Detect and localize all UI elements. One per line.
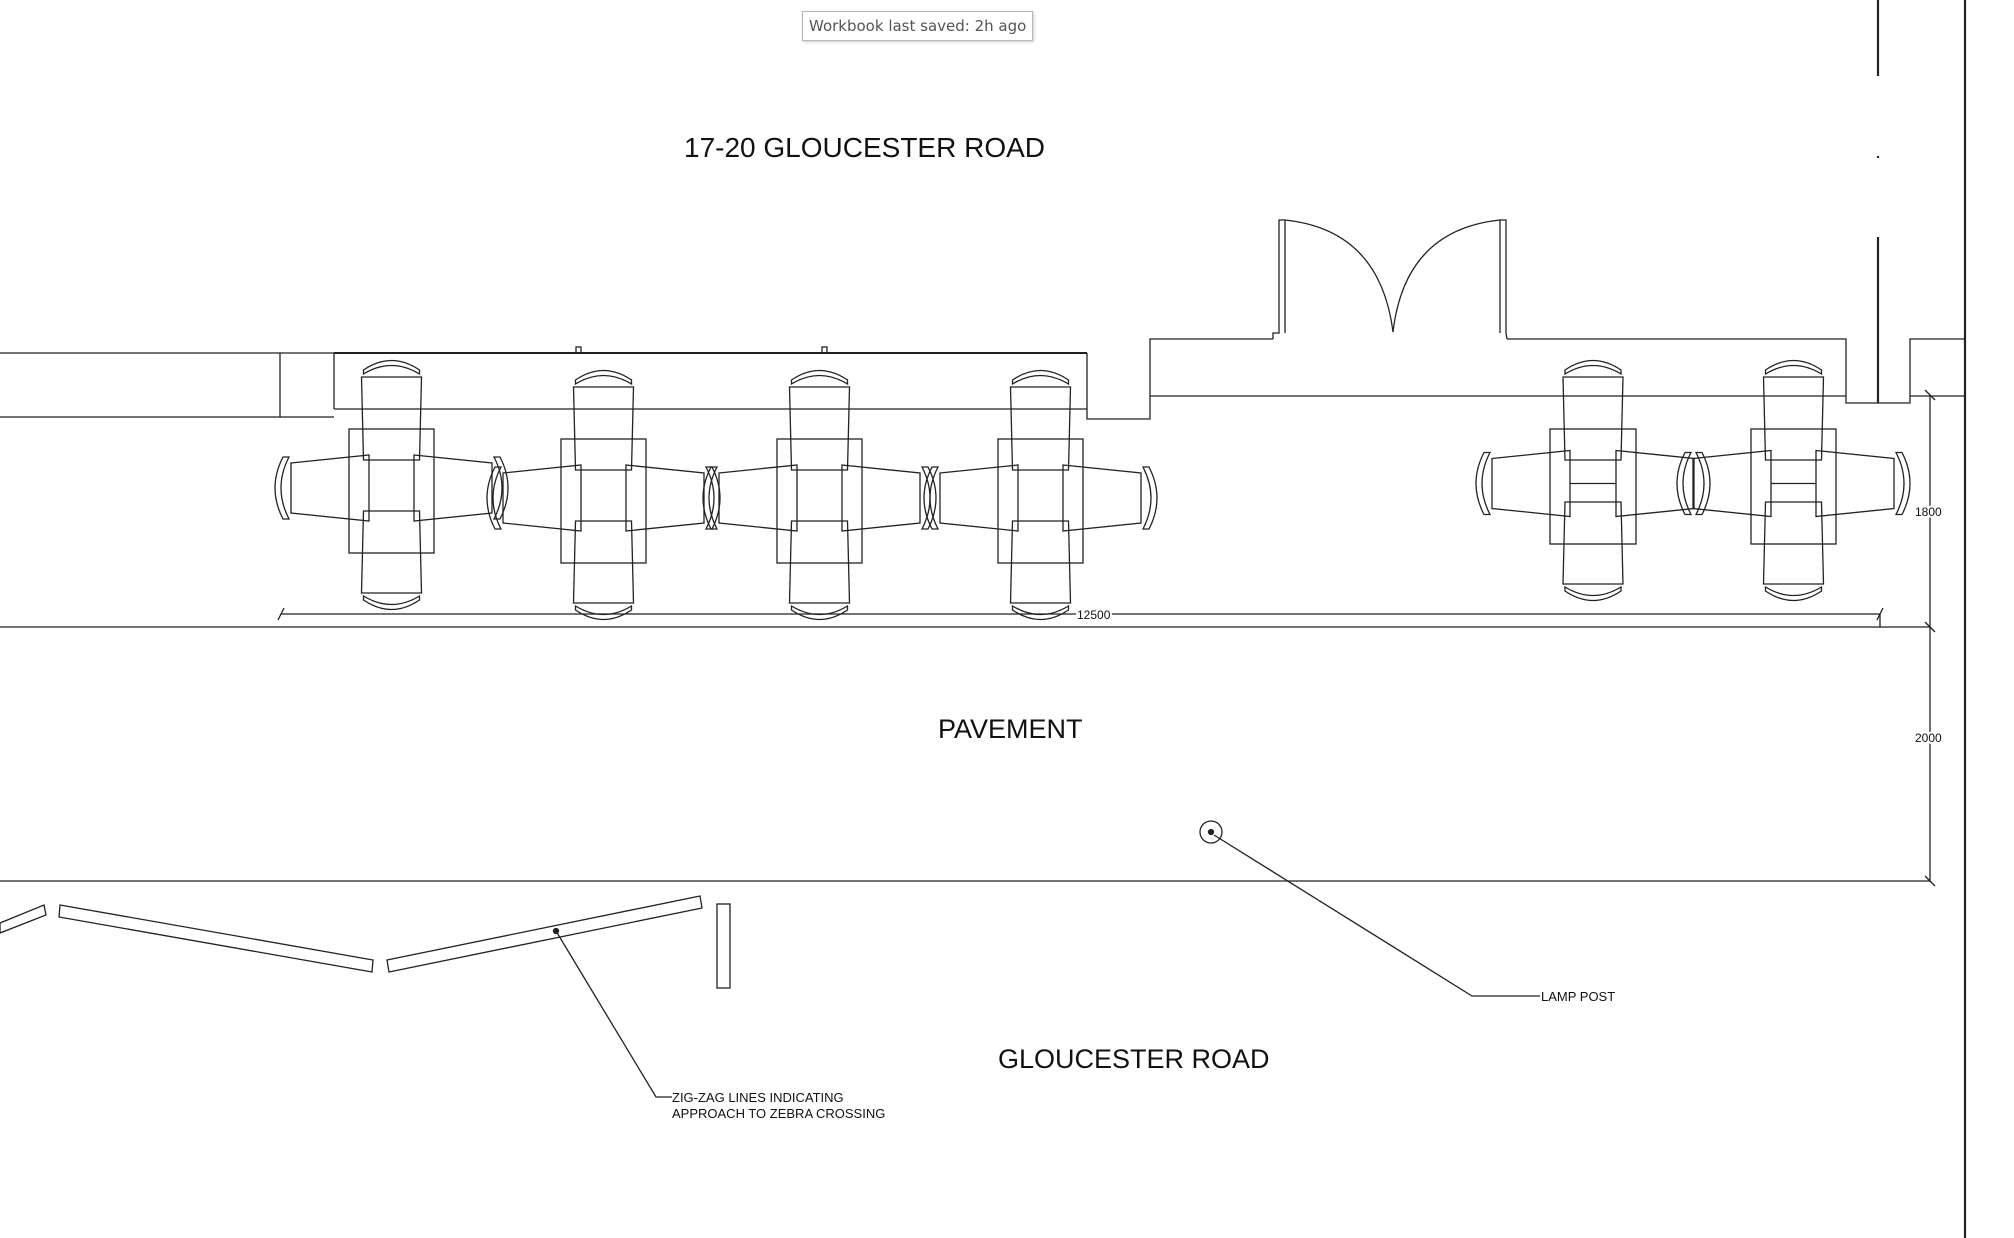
chair bbox=[1762, 501, 1825, 585]
chair bbox=[502, 464, 582, 532]
dimension-12500 bbox=[277, 607, 1884, 627]
lamp-post-symbol bbox=[1199, 820, 1540, 997]
chair bbox=[1692, 449, 1772, 518]
chair-back bbox=[574, 369, 633, 386]
table-set bbox=[702, 369, 937, 621]
chair bbox=[625, 464, 705, 532]
table-set bbox=[1475, 359, 1711, 602]
chair bbox=[1562, 501, 1624, 585]
table bbox=[348, 428, 435, 554]
lamp-post-label: LAMP POST bbox=[1541, 989, 1615, 1004]
chair-back bbox=[486, 466, 503, 530]
chair bbox=[413, 454, 493, 522]
chair bbox=[1491, 449, 1571, 518]
chair-back bbox=[790, 369, 849, 386]
table bbox=[776, 438, 863, 564]
dimension-depth-text: 1800 bbox=[1915, 505, 1942, 519]
chair bbox=[1815, 449, 1895, 518]
road-label: GLOUCESTER ROAD bbox=[998, 1044, 1270, 1074]
dimension-pavement-text: 2000 bbox=[1915, 731, 1942, 745]
chair bbox=[788, 520, 851, 604]
chair-back bbox=[362, 594, 421, 611]
table bbox=[1750, 428, 1837, 545]
pavement-label: PAVEMENT bbox=[938, 714, 1083, 744]
chair-back bbox=[1894, 451, 1911, 516]
zigzag-label-line2: APPROACH TO ZEBRA CROSSING bbox=[672, 1106, 885, 1121]
chair bbox=[360, 376, 423, 461]
chair bbox=[572, 386, 635, 471]
building-wall bbox=[0, 0, 1967, 1238]
table bbox=[1549, 428, 1637, 545]
table bbox=[997, 438, 1084, 564]
table-set bbox=[486, 369, 721, 621]
zigzag-label-line1: ZIG-ZAG LINES INDICATING bbox=[672, 1090, 844, 1105]
chair-back bbox=[923, 466, 940, 530]
zigzag-leader bbox=[555, 930, 672, 1098]
chair-back bbox=[702, 466, 719, 530]
chair-back bbox=[1475, 451, 1492, 516]
table bbox=[560, 438, 647, 564]
chair-back bbox=[790, 604, 849, 621]
chair-back bbox=[1764, 585, 1823, 602]
chair-back bbox=[1676, 451, 1693, 516]
chair bbox=[788, 386, 851, 471]
chair-back bbox=[1564, 359, 1622, 376]
chair bbox=[1615, 449, 1695, 518]
chair-back bbox=[1011, 604, 1070, 621]
dimension-vertical bbox=[1924, 389, 1936, 887]
chair-back bbox=[492, 456, 509, 520]
dimension-length-text: 12500 bbox=[1077, 608, 1111, 622]
seating-area bbox=[274, 359, 1911, 621]
chair bbox=[1062, 464, 1142, 532]
table-set bbox=[923, 369, 1158, 621]
building-label: 17-20 GLOUCESTER ROAD bbox=[684, 132, 1045, 163]
chair-back bbox=[274, 456, 291, 520]
chair-back bbox=[1564, 585, 1622, 602]
workbook-saved-tooltip: Workbook last saved: 2h ago bbox=[802, 11, 1034, 41]
chair bbox=[718, 464, 798, 532]
chair-back bbox=[1141, 466, 1158, 530]
chair-back bbox=[1694, 451, 1711, 516]
chair-back bbox=[362, 359, 421, 376]
chair bbox=[290, 454, 370, 522]
chair-back bbox=[1764, 359, 1823, 376]
chair bbox=[1762, 376, 1825, 461]
chair bbox=[939, 464, 1019, 532]
chair bbox=[1009, 386, 1072, 471]
zigzag-markings bbox=[0, 895, 731, 989]
chair bbox=[572, 520, 635, 604]
chair-back bbox=[1011, 369, 1070, 386]
chair-back bbox=[574, 604, 633, 621]
chair bbox=[360, 510, 423, 594]
table-set bbox=[274, 359, 509, 611]
entrance-doors bbox=[1272, 219, 1508, 340]
table-set bbox=[1676, 359, 1911, 602]
chair bbox=[1009, 520, 1072, 604]
chair bbox=[1562, 376, 1624, 461]
chair bbox=[841, 464, 921, 532]
chair-back bbox=[920, 466, 937, 530]
